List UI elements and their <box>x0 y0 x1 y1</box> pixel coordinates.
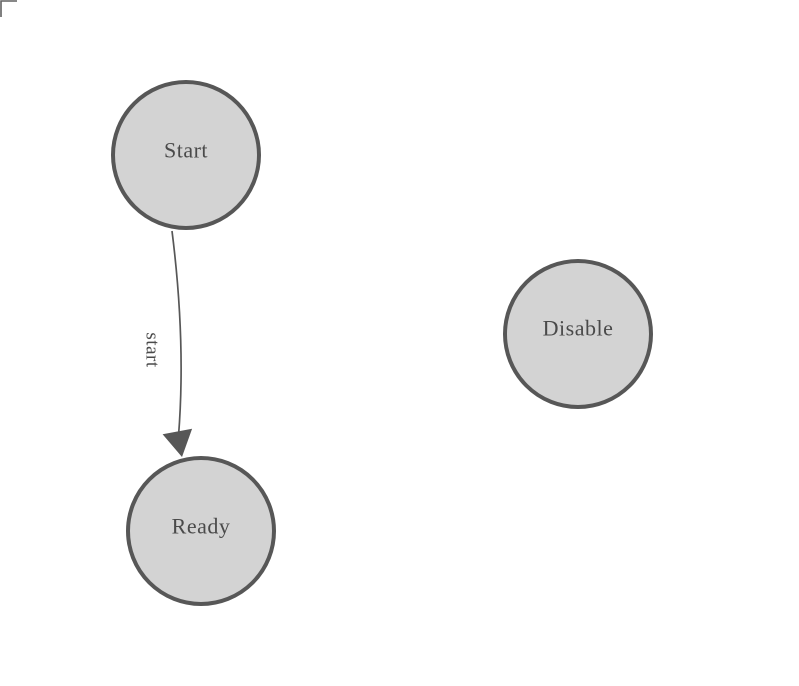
state-node-disable[interactable]: Disable <box>503 259 653 409</box>
state-node-ready[interactable]: Ready <box>126 456 276 606</box>
state-circle-disable[interactable] <box>503 259 653 409</box>
canvas-corner-mark <box>0 0 17 17</box>
state-label-start: Start <box>164 138 208 163</box>
state-node-start[interactable]: Start <box>111 80 261 230</box>
transition-start-to-ready[interactable]: start <box>142 230 193 457</box>
arrowhead-icon <box>162 428 193 457</box>
transition-label: start <box>142 332 163 367</box>
state-label-disable: Disable <box>543 316 614 341</box>
state-label-ready: Ready <box>172 514 231 539</box>
state-circle-ready[interactable] <box>126 456 276 606</box>
transition-curve[interactable] <box>171 230 182 437</box>
state-circle-start[interactable] <box>111 80 261 230</box>
